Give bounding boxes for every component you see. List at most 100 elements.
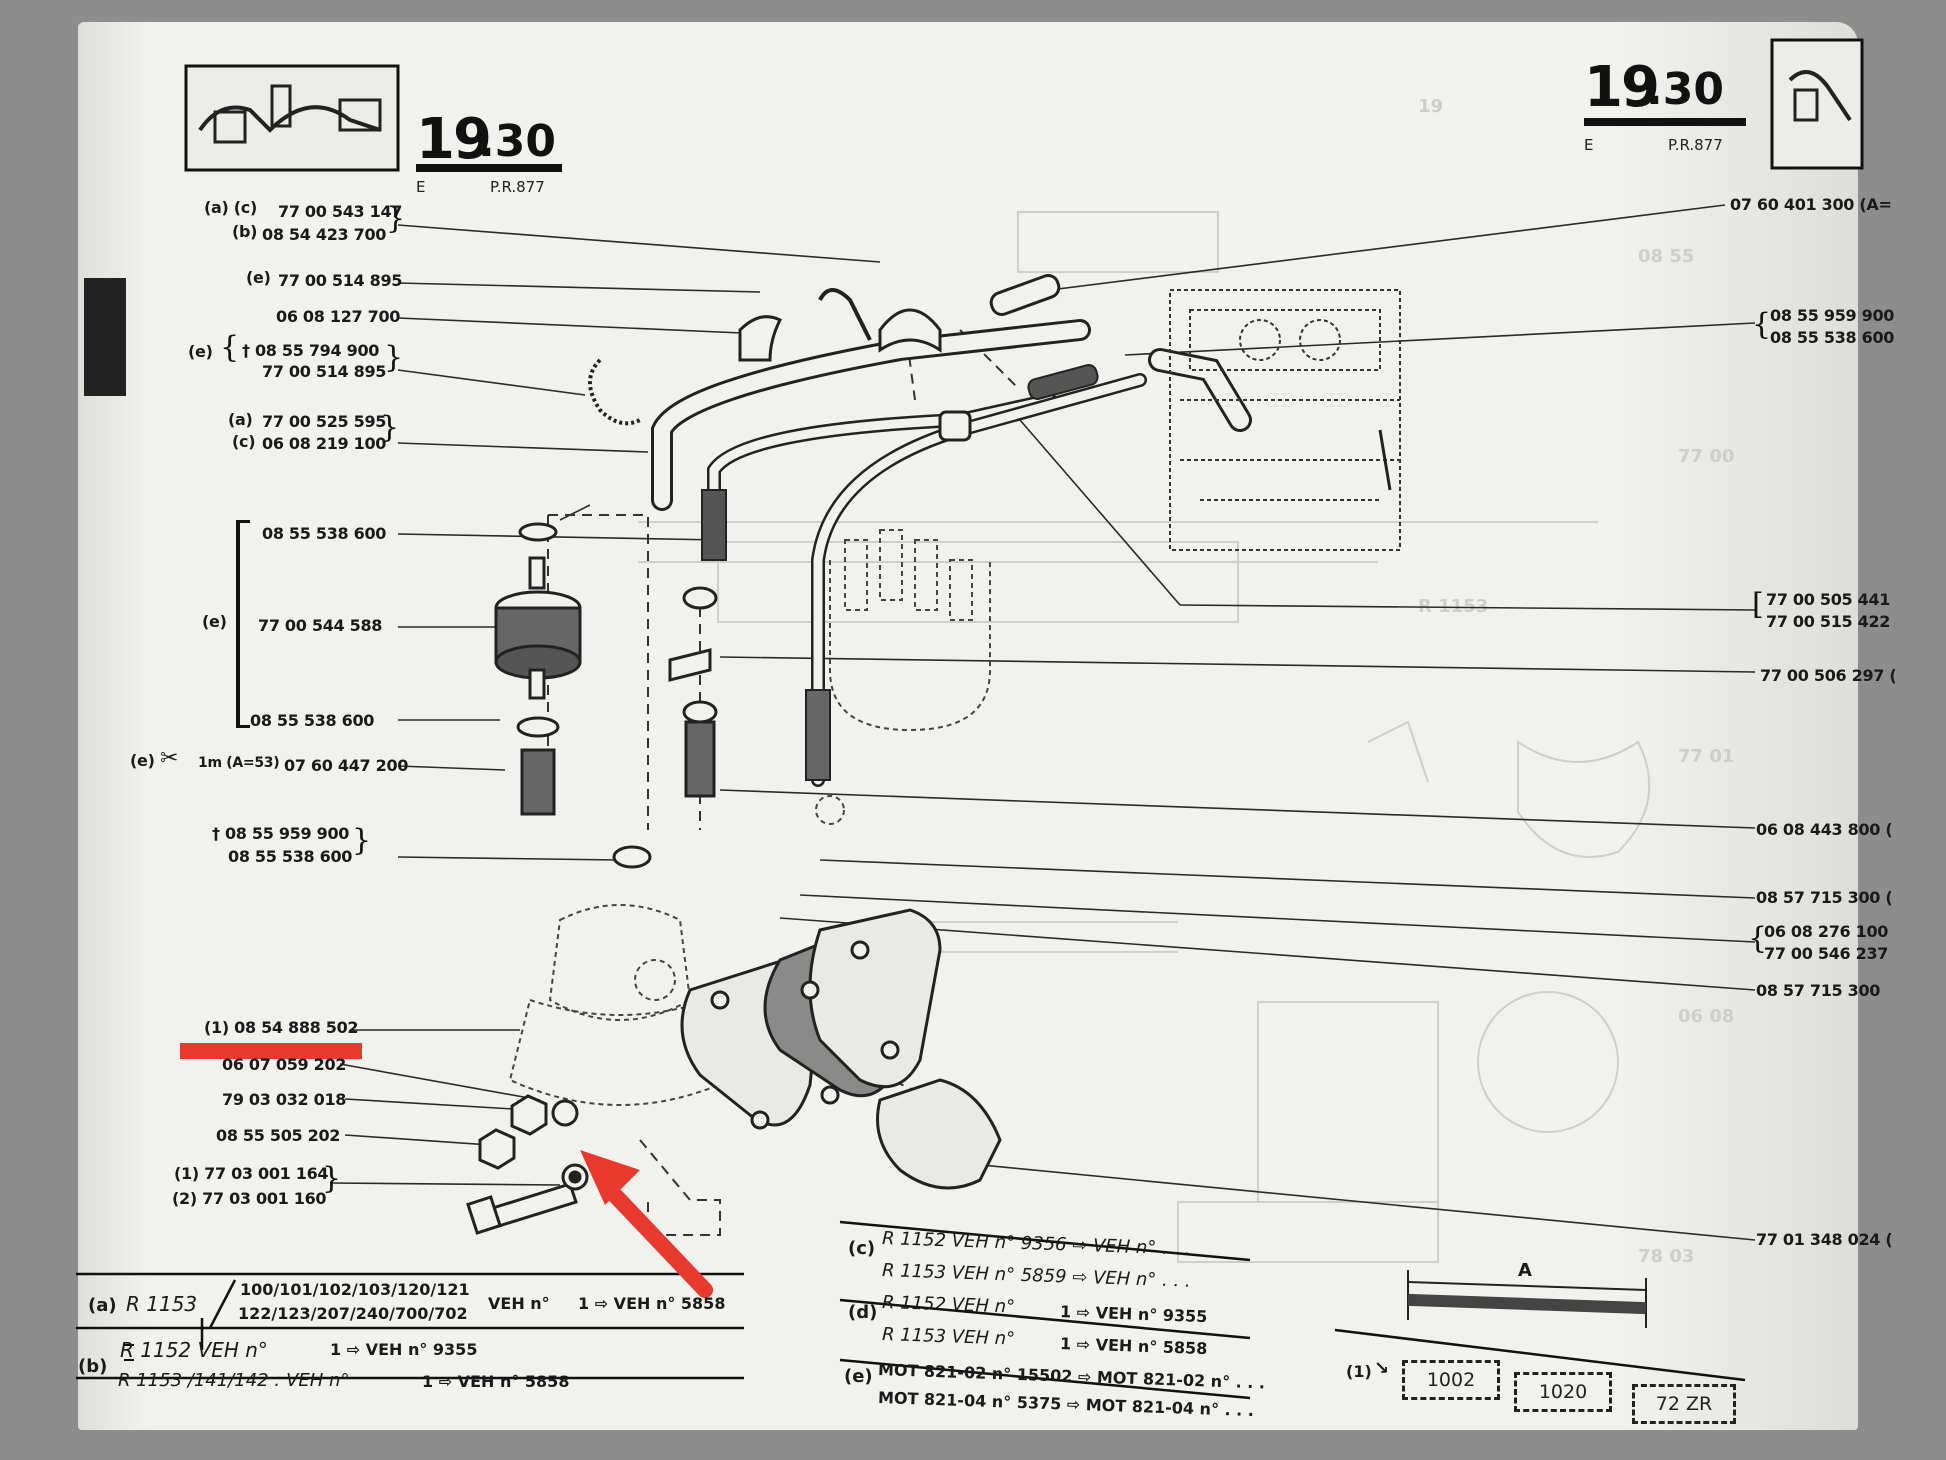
- variant-tag: (e): [202, 612, 227, 631]
- section-subnumber: .30: [478, 116, 556, 167]
- part-number: 77 00 546 237: [1764, 944, 1889, 963]
- variant-tag: (b): [232, 222, 258, 241]
- section-subnumber: .30: [1646, 64, 1724, 115]
- part-number: 08 55 538 600: [262, 524, 387, 543]
- thumbnail-left: [184, 64, 400, 172]
- header-letter: E: [1584, 136, 1594, 154]
- part-number: 08 55 505 202: [216, 1126, 341, 1145]
- catalog-page: 19 08 55 77 00 77 01 06 08 78 03 R 1153: [78, 22, 1858, 1430]
- hose-length-label: A: [1518, 1260, 1532, 1281]
- part-number: 77 00 544 588: [258, 616, 383, 635]
- page-curve-shadow-left: [78, 22, 148, 1430]
- part-number: 08 55 538 600: [250, 711, 375, 730]
- model-code: R 1153: [126, 1292, 198, 1316]
- vehicle-list: 100/101/102/103/120/121: [240, 1280, 470, 1299]
- part-number: 77 00 505 441: [1766, 590, 1891, 609]
- part-number: 77 01 348 024 (: [1756, 1230, 1893, 1249]
- part-number: † 08 55 959 900: [212, 824, 350, 843]
- group-bracket-top: [236, 520, 250, 523]
- variant-tag: (c): [232, 432, 256, 451]
- group-bracket-bottom: [236, 725, 250, 728]
- part-number: 08 54 423 700: [262, 225, 387, 244]
- svg-text:19: 19: [1418, 96, 1443, 117]
- hose-length-diagram: [1407, 1270, 1647, 1328]
- part-number: 07 60 447 200: [284, 756, 409, 775]
- page-index-tab: [84, 278, 126, 396]
- variant-tag: (e): [130, 751, 155, 770]
- fuel-hoses: [651, 319, 1252, 787]
- section-number: 19: [1584, 55, 1660, 120]
- bracket-glyph: {: [1748, 921, 1768, 956]
- part-number: 77 00 514 895: [262, 362, 387, 381]
- model-line: R 1153 VEH n°: [881, 1324, 1016, 1350]
- page-curve-shadow-right: [1618, 22, 1858, 1430]
- serial-range: 1 ⇨ VEH n° 5858: [422, 1372, 570, 1391]
- arrow-corner-icon: ↘: [1374, 1358, 1390, 1379]
- cut-length: 1m (A=53): [198, 755, 280, 771]
- part-number: 77 00 514 895: [278, 271, 403, 290]
- gaskets: [680, 908, 1002, 1190]
- part-number: 08 57 715 300: [1756, 981, 1881, 1000]
- red-arrow-marker: [580, 1150, 713, 1298]
- part-number: (1) 77 03 001 164: [174, 1164, 329, 1183]
- bracket-glyph: {: [1752, 307, 1772, 342]
- note-tag: (1): [1346, 1362, 1372, 1381]
- scissors-icon: ✂: [160, 746, 179, 771]
- variant-tag: (a): [228, 410, 253, 429]
- bracket-glyph: }: [386, 201, 406, 236]
- part-number: 06 08 127 700: [276, 307, 401, 326]
- carburetor: [1169, 289, 1401, 551]
- part-number: 08 55 959 900: [1770, 306, 1895, 325]
- distributor-ghost: [815, 529, 991, 825]
- svg-text:R 1153: R 1153: [1418, 596, 1488, 617]
- part-number: (1) 08 54 888 502: [204, 1018, 359, 1037]
- part-number: 06 08 219 100: [262, 434, 387, 453]
- part-number: 79 03 032 018: [222, 1090, 347, 1109]
- fuel-filter: [494, 522, 718, 869]
- part-number: 06 08 443 800 (: [1756, 820, 1893, 839]
- part-number: 77 00 543 147: [278, 202, 403, 221]
- variant-tag: (a) (c): [204, 198, 258, 217]
- part-number: 77 00 506 297 (: [1760, 666, 1897, 685]
- vehicle-list: 122/123/207/240/700/702: [238, 1304, 468, 1323]
- vehicle-number-label: VEH n°: [488, 1294, 550, 1313]
- bracket-glyph: }: [322, 1161, 342, 1196]
- header-reference: P.R.877: [1668, 136, 1723, 154]
- thumbnail-right: [1770, 38, 1864, 170]
- note-tag: (b): [78, 1356, 108, 1377]
- code-box: 72 ZR: [1632, 1384, 1736, 1424]
- header-reference: P.R.877: [490, 178, 545, 196]
- model-line: R 1153 /141/142 : VEH n°: [118, 1370, 350, 1391]
- red-underline-marker: [180, 1043, 362, 1059]
- bracket-glyph: [: [1752, 587, 1764, 622]
- header-rule: [416, 164, 562, 172]
- note-tag: (a): [88, 1295, 117, 1316]
- header-rule: [1584, 118, 1746, 126]
- serial-range: 1 ⇨ VEH n° 9355: [330, 1340, 478, 1359]
- model-line: R 1152 VEH n°: [881, 1292, 1016, 1318]
- note-tag: (d): [848, 1302, 878, 1323]
- part-number: 08 55 538 600: [1770, 328, 1895, 347]
- part-number: 08 57 715 300 (: [1756, 888, 1893, 907]
- bracket-glyph: }: [352, 823, 372, 858]
- code-box: 1020: [1514, 1372, 1612, 1412]
- leader-lines: [329, 204, 1756, 1241]
- part-number: (2) 77 03 001 160: [172, 1189, 327, 1208]
- variant-tag: (e): [188, 342, 213, 361]
- group-bracket: [236, 520, 240, 728]
- code-box: 1002: [1402, 1360, 1500, 1400]
- part-number: 06 08 276 100: [1764, 922, 1889, 941]
- bolt-and-nuts: [466, 1094, 589, 1235]
- part-number: 77 00 525 595: [262, 412, 387, 431]
- bracket-glyph: }: [380, 410, 400, 445]
- bracket-glyph: {: [220, 330, 240, 365]
- part-number: † 08 55 794 900: [242, 341, 380, 360]
- part-number: 06 07 059 202: [222, 1055, 347, 1074]
- part-number: 07 60 401 300 (A=: [1730, 195, 1892, 214]
- header-letter: E: [416, 178, 426, 196]
- part-number: 77 00 515 422: [1766, 612, 1891, 631]
- serial-range: 1 ⇨ VEH n° 5858: [578, 1294, 726, 1313]
- note-tag: (c): [848, 1238, 876, 1259]
- model-line: R 1152 VEH n°: [120, 1338, 268, 1362]
- note-tag: (e): [844, 1366, 873, 1387]
